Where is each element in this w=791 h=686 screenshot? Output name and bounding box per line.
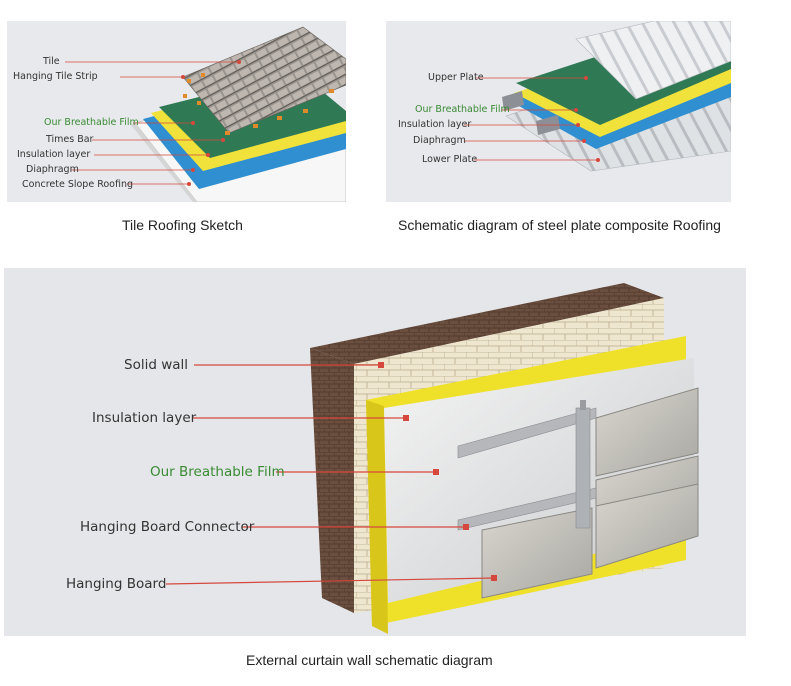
label-hanging-board: Hanging Board bbox=[66, 576, 167, 592]
label-breathable-film: Our Breathable Film bbox=[415, 104, 510, 115]
label-upper-plate: Upper Plate bbox=[428, 72, 484, 83]
label-diaphragm: Diaphragm bbox=[26, 164, 79, 175]
label-insulation-layer: Insulation layer bbox=[92, 410, 197, 426]
label-hanging-tile-strip: Hanging Tile Strip bbox=[13, 71, 98, 82]
steel-roofing-caption: Schematic diagram of steel plate composi… bbox=[398, 217, 721, 233]
steel-leader-lines bbox=[464, 77, 598, 161]
label-diaphragm: Diaphragm bbox=[413, 135, 466, 146]
curtain-leader-lines bbox=[165, 364, 495, 585]
tile-roofing-caption: Tile Roofing Sketch bbox=[122, 217, 243, 233]
label-breathable-film: Our Breathable Film bbox=[44, 117, 139, 128]
label-times-bar: Times Bar bbox=[46, 134, 94, 145]
steel-roofing-panel: Upper Plate Our Breathable Film Insulati… bbox=[386, 21, 731, 202]
label-hanging-board-connector: Hanging Board Connector bbox=[80, 519, 255, 535]
curtain-wall-caption: External curtain wall schematic diagram bbox=[246, 652, 493, 668]
tile-roofing-illustration bbox=[65, 26, 346, 202]
steel-roofing-illustration bbox=[464, 21, 731, 172]
curtain-wall-illustration bbox=[165, 283, 699, 634]
label-solid-wall: Solid wall bbox=[124, 357, 189, 373]
label-concrete-slope-roofing: Concrete Slope Roofing bbox=[22, 179, 134, 190]
label-breathable-film: Our Breathable Film bbox=[150, 464, 285, 480]
label-tile: Tile bbox=[43, 56, 60, 67]
label-insulation-layer: Insulation layer bbox=[398, 119, 472, 130]
curtain-wall-panel: Solid wall Insulation layer Our Breathab… bbox=[4, 268, 746, 636]
label-lower-plate: Lower Plate bbox=[422, 154, 478, 165]
label-insulation-layer: Insulation layer bbox=[17, 149, 91, 160]
tile-leader-lines bbox=[65, 61, 239, 185]
tile-roofing-panel: Tile Hanging Tile Strip Our Breathable F… bbox=[7, 21, 346, 202]
